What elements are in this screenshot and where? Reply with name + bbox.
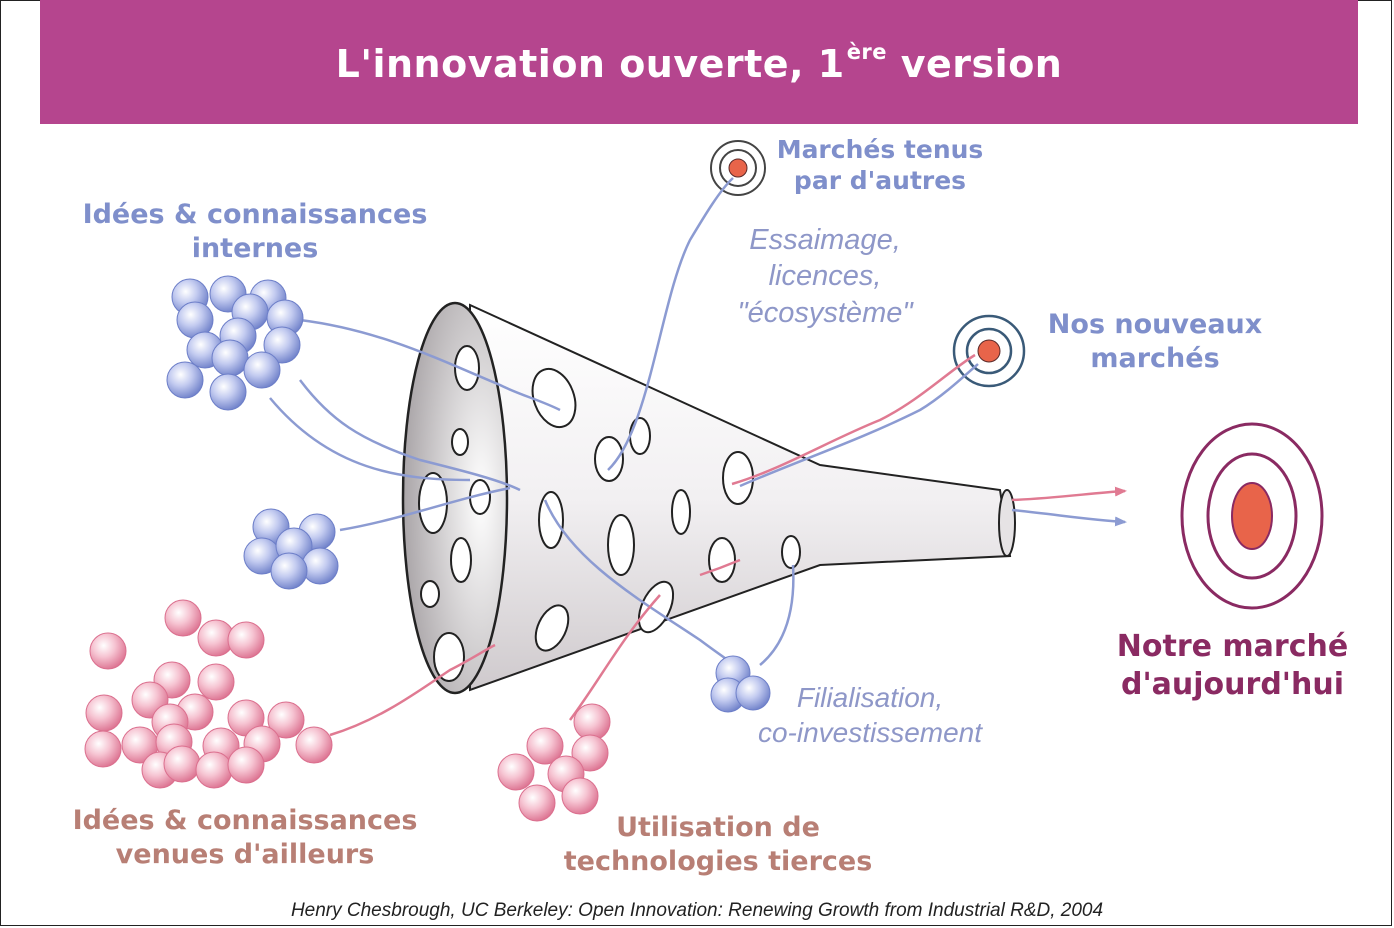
slide-title: L'innovation ouverte, 1ère version — [335, 40, 1063, 86]
third-party-tech-cluster — [497, 703, 611, 822]
label-internal-ideas: Idées & connaissances internes — [82, 199, 428, 264]
internal-small-cluster — [243, 508, 339, 590]
external-ideas-cluster — [84, 599, 333, 789]
target-current-market — [1180, 422, 1324, 610]
label-external-ideas: Idées & connaissances venues d'ailleurs — [72, 805, 418, 870]
target-markets-held-by-others — [710, 140, 766, 196]
label-spin-off-licensing: Essaimage, licences, "écosystème" — [737, 224, 913, 329]
internal-ideas-cluster — [166, 275, 304, 411]
funnel — [401, 301, 1016, 695]
label-current-market: Notre marché d'aujourd'hui — [1116, 629, 1349, 702]
subsidiary-cluster — [710, 655, 771, 713]
label-markets-held-by-others: Marchés tenus par d'autres — [776, 135, 984, 196]
source-citation: Henry Chesbrough, UC Berkeley: Open Inno… — [290, 900, 1104, 921]
label-subsidiary-co-investment: Filialisation, co-investissement — [757, 682, 983, 748]
label-new-markets: Nos nouveaux marchés — [1047, 309, 1263, 374]
title-bar: L'innovation ouverte, 1ère version — [40, 0, 1358, 124]
label-third-party-technologies: Utilisation de technologies tierces — [563, 812, 873, 877]
